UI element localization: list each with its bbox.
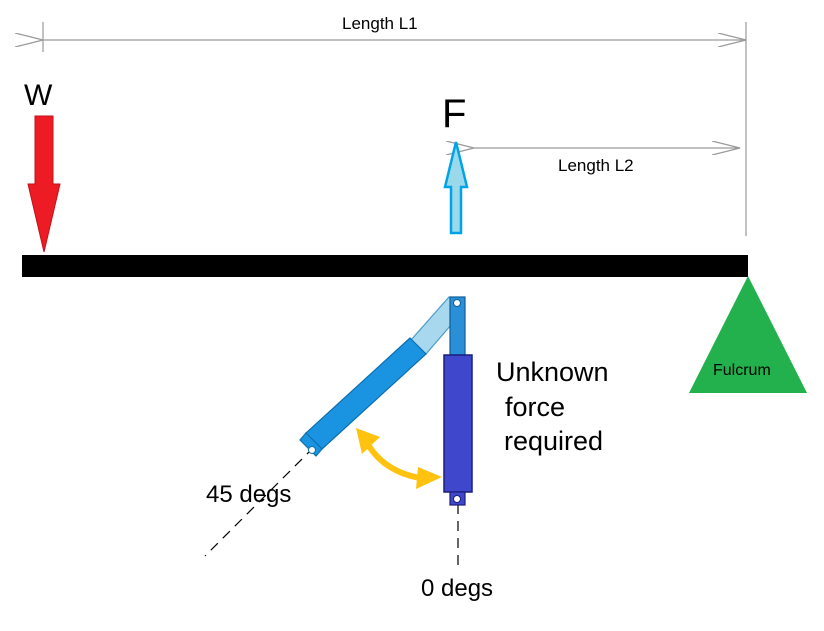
unknown-force-line-3: required <box>504 426 603 456</box>
length-l2-label: Length L2 <box>558 156 634 175</box>
angle-45-label: 45 degs <box>206 481 291 508</box>
lever-beam <box>22 255 748 277</box>
weight-label: W <box>24 79 53 112</box>
angle-arc-double-arrow-icon <box>356 428 442 489</box>
vertical-actuator <box>443 296 473 506</box>
vertical-actuator-top-pivot-icon <box>453 299 461 307</box>
unknown-force-line-2: force <box>505 392 565 422</box>
force-label: F <box>442 92 466 136</box>
vertical-actuator-bottom-pivot-icon <box>453 495 461 503</box>
fulcrum-label: Fulcrum <box>713 362 771 379</box>
unknown-force-line-1: Unknown <box>496 357 609 387</box>
vertical-actuator-cylinder <box>443 354 473 493</box>
weight-arrow-down-icon <box>27 115 61 253</box>
length-l1-label: Length L1 <box>342 14 418 33</box>
angled-actuator-end-cap <box>299 432 323 457</box>
angle-0-label: 0 degs <box>421 575 493 602</box>
force-arrow-up-icon <box>443 141 469 235</box>
angle-45-reference-line <box>204 446 315 557</box>
angled-actuator-pivot-icon <box>308 446 316 454</box>
angled-actuator <box>299 296 464 457</box>
fulcrum-triangle <box>689 276 807 393</box>
